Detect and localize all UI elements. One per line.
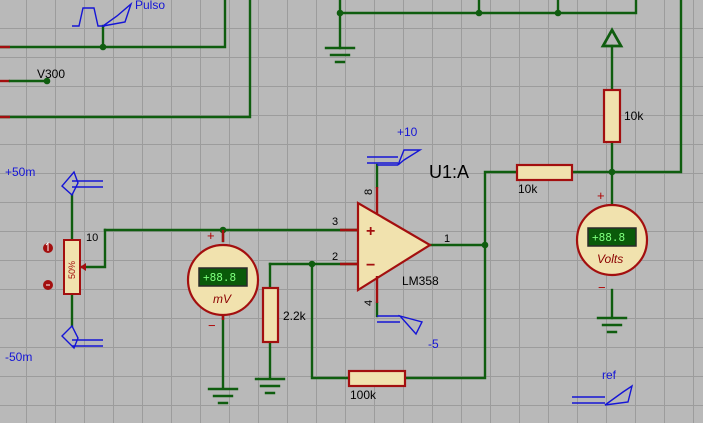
v300-label: V300 [37, 67, 65, 81]
svg-text:2.2k: 2.2k [283, 309, 307, 323]
ground-2k2 [254, 377, 286, 395]
svg-text:-5: -5 [428, 337, 439, 351]
volt-meter-display: +88.8 [592, 231, 625, 244]
wire-lower-left [0, 0, 252, 119]
terminal-neg50[interactable]: -50m [5, 324, 103, 364]
ground-top [324, 46, 356, 64]
ground-volt-meter [596, 316, 628, 334]
svg-text:1: 1 [444, 233, 450, 245]
terminal-pos10[interactable]: +10 [367, 125, 423, 166]
terminal-pos50[interactable]: +50m [5, 165, 103, 197]
volt-meter[interactable]: +88.8 Volts + − [575, 188, 649, 295]
svg-text:Volts: Volts [597, 252, 623, 266]
svg-text:mV: mV [213, 292, 232, 306]
resistor-100k[interactable]: 100k [347, 369, 407, 402]
wire-right-loop [610, 0, 683, 174]
wire-top-bus [338, 0, 638, 15]
terminal-ref[interactable]: ref [572, 368, 634, 406]
svg-text:−: − [366, 257, 375, 274]
opamp-u1a[interactable]: + − 3 2 1 8 4 U1:A LM358 [332, 162, 469, 306]
svg-text:10k: 10k [624, 109, 644, 123]
svg-text:+50m: +50m [5, 165, 35, 179]
svg-text:3: 3 [332, 216, 338, 228]
wire-pot-wiper [78, 228, 107, 269]
mv-meter[interactable]: +88.8 mV + − [186, 228, 260, 333]
pulse-waveform-icon [72, 7, 105, 27]
power-rail-icon [600, 27, 624, 48]
svg-text:2: 2 [332, 251, 338, 263]
svg-text:+: + [207, 228, 215, 243]
svg-text:4: 4 [363, 300, 375, 306]
svg-text:−: − [598, 280, 606, 295]
svg-text:ref: ref [602, 368, 617, 382]
svg-text:+: + [366, 223, 375, 240]
pulse-label: Pulso [135, 0, 165, 12]
resistor-10k-pullup[interactable]: 10k [602, 88, 644, 144]
svg-text:+: + [597, 188, 605, 203]
svg-text:8: 8 [363, 189, 375, 195]
svg-text:−: − [208, 318, 216, 333]
pot-net-label: 10 [86, 232, 98, 244]
terminal-neg5[interactable]: -5 [377, 314, 439, 351]
mv-meter-display: +88.8 [203, 271, 236, 284]
svg-text:-50m: -50m [5, 350, 32, 364]
svg-text:10k: 10k [518, 182, 538, 196]
wire-net [0, 0, 683, 390]
potentiometer[interactable]: 50% 10 [43, 232, 98, 295]
opamp-part: LM358 [402, 274, 439, 288]
pot-value: 50% [67, 261, 77, 279]
svg-text:+10: +10 [397, 125, 418, 139]
opamp-reference: U1:A [429, 162, 469, 182]
pulse-source[interactable]: Pulso [72, 0, 165, 27]
ground-mv-meter [207, 387, 239, 405]
resistor-2k2[interactable]: 2.2k [261, 286, 307, 344]
wire-feedback-right [403, 170, 519, 380]
wire-v300 [0, 0, 227, 49]
junctions [43, 9, 616, 268]
wire-feedback-left [310, 262, 351, 380]
svg-text:100k: 100k [350, 388, 377, 402]
resistor-10k-series[interactable]: 10k [515, 163, 574, 196]
